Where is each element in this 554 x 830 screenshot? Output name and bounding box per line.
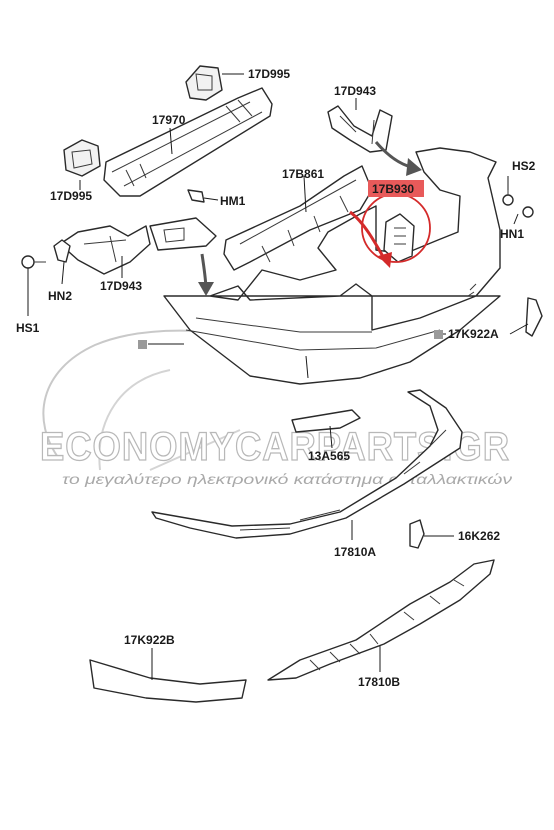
part-side-mount-block xyxy=(149,217,217,251)
label-13A565: 13A565 xyxy=(308,449,350,463)
label-17D995-top: 17D995 xyxy=(248,67,290,81)
label-HN1: HN1 xyxy=(500,227,524,241)
label-17810B: 17810B xyxy=(358,675,400,689)
part-17810A-lower-valance xyxy=(151,389,463,539)
label-17B930: 17B930 xyxy=(372,182,414,196)
part-16K262-clip xyxy=(409,519,425,549)
label-17D943-left: 17D943 xyxy=(100,279,142,293)
label-17K922A: 17K922A xyxy=(448,327,499,341)
part-17D995-top-bracket xyxy=(185,65,223,101)
label-16K262: 16K262 xyxy=(458,529,500,543)
label-HS1: HS1 xyxy=(16,321,40,335)
part-17810B-diffuser xyxy=(267,559,495,681)
label-17K922B: 17K922B xyxy=(124,633,175,647)
part-HN1-nut xyxy=(522,206,534,218)
part-HN2-nut xyxy=(53,239,71,263)
part-17970-reinforcement-beam xyxy=(103,87,273,197)
part-17D995-left-bracket xyxy=(63,139,101,177)
label-17D995-left: 17D995 xyxy=(50,189,92,203)
part-17B861-center-bracket xyxy=(223,165,373,271)
part-17B930-bracket xyxy=(383,213,415,263)
reference-markers xyxy=(138,330,443,349)
assembly-arrows xyxy=(198,141,422,296)
highlight-box-17B930 xyxy=(368,180,424,197)
label-HM1: HM1 xyxy=(220,194,246,208)
part-17D943-top-bracket xyxy=(327,105,393,153)
label-17D943-top: 17D943 xyxy=(334,84,376,98)
leader-lines xyxy=(27,73,529,680)
part-17D943-left-bracket xyxy=(59,225,151,275)
label-17970: 17970 xyxy=(152,113,186,127)
label-HS2: HS2 xyxy=(512,159,536,173)
part-labels: 17D995 17D943 17970 17D995 17B861 17B930… xyxy=(16,67,536,689)
part-17K922B-trim-strip xyxy=(89,659,247,703)
label-17B861: 17B861 xyxy=(282,167,324,181)
part-HM1-clip xyxy=(187,189,205,203)
part-HS1-screw xyxy=(21,255,46,269)
part-13A565-reflector xyxy=(291,409,361,433)
watermark-subtitle: το μεγαλύτερο ηλεκτρονικό κατάστημα αντα… xyxy=(62,471,512,487)
part-bumper-cover xyxy=(163,147,501,385)
label-HN2: HN2 xyxy=(48,289,72,303)
part-17K922A-retainer xyxy=(525,297,543,337)
label-17810A: 17810A xyxy=(334,545,376,559)
